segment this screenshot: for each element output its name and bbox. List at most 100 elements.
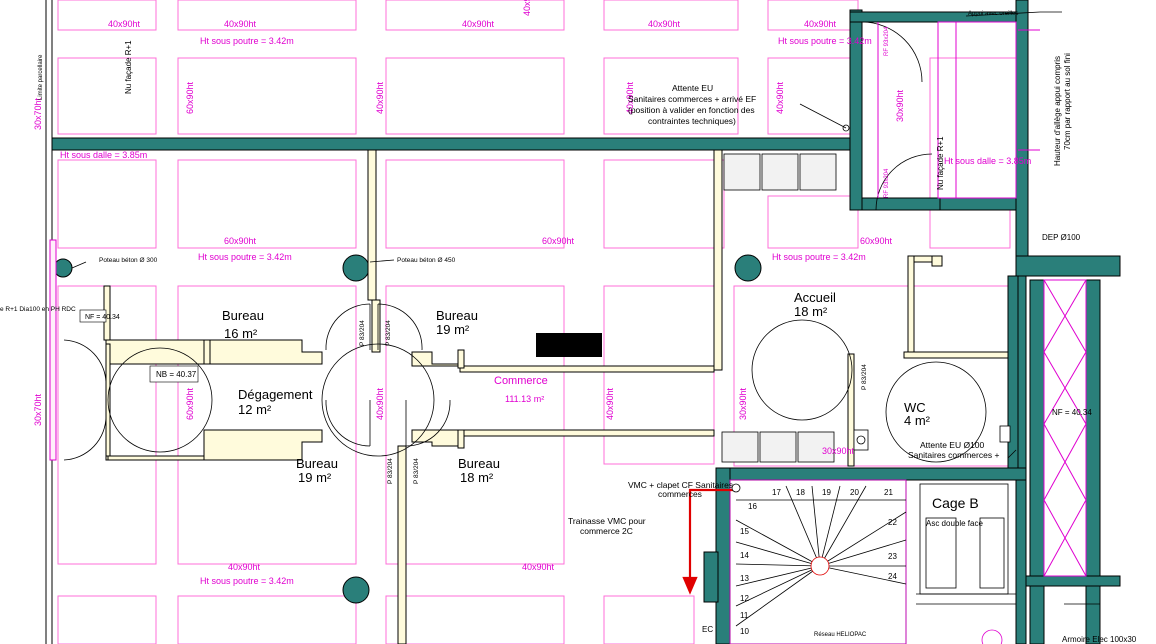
right-facade xyxy=(877,21,1087,577)
room-name: Commerce xyxy=(494,375,548,387)
beam-label: 60x90ht xyxy=(542,236,575,246)
beam-grid xyxy=(57,0,1019,644)
level-label: NF = 40.34 xyxy=(1052,408,1092,417)
stair-step-number: 12 xyxy=(740,594,749,603)
room-name: Cage B xyxy=(932,495,979,511)
stair-step-number: 20 xyxy=(850,488,859,497)
door-label: RF 93x204 xyxy=(884,168,890,198)
cabinet-label: Armoire Elec 100x30 xyxy=(1062,635,1137,644)
room-name: Bureau xyxy=(436,308,478,323)
vmc-duct xyxy=(682,488,736,595)
walls xyxy=(51,0,1121,644)
column-label: Poteau béton Ø 300 xyxy=(99,257,158,264)
room-area: 19 m² xyxy=(436,322,470,337)
drain-label: e R+1 Dia100 en PH RDC xyxy=(0,306,76,313)
stairwell xyxy=(729,479,1100,644)
stair-step-number: 21 xyxy=(884,488,893,497)
beam-label-vertical: 40x90ht xyxy=(625,81,635,114)
note-line: (position à valider en fonction des xyxy=(628,105,755,115)
beam-label: 40x90ht xyxy=(228,562,261,572)
note-line: Sanitaires commerces + xyxy=(908,450,999,460)
network-label: Réseau HELIOPAC xyxy=(814,632,867,638)
beam-height: Ht sous poutre = 3.42m xyxy=(200,576,294,586)
window-note: 70cm par rapport au sol fini xyxy=(1063,53,1072,150)
beam-label: 40x90ht xyxy=(804,19,837,29)
room-area: 4 m² xyxy=(904,413,931,428)
partitions xyxy=(105,149,1009,644)
room-area: 16 m² xyxy=(224,326,258,341)
slab-height: Ht sous dalle = 3.85m xyxy=(944,156,1031,166)
left-facade xyxy=(45,0,111,644)
note-line: Trainasse VMC pour xyxy=(568,516,646,526)
room-name: Accueil xyxy=(794,290,836,305)
beam-label-vertical: 30x70ht xyxy=(33,97,43,130)
room-name: Bureau xyxy=(222,308,264,323)
stair-step-number: 16 xyxy=(748,502,757,511)
room-name: Bureau xyxy=(458,456,500,471)
facade-label: Nu façade R+1 xyxy=(124,40,133,94)
beam-label: 60x90ht xyxy=(860,236,893,246)
column-label: Poteau béton Ø 450 xyxy=(397,257,456,264)
door-label: P 83/204 xyxy=(359,320,366,346)
stair-step-number: 19 xyxy=(822,488,831,497)
room-area: 12 m² xyxy=(238,402,272,417)
drain-label: DEP Ø100 xyxy=(1042,233,1081,242)
stair-step-number: 10 xyxy=(740,627,749,636)
room-sub: Asc double face xyxy=(926,519,983,528)
beam-label-vertical: 60x90ht xyxy=(185,387,195,420)
level-box: NB = 40.37 xyxy=(156,370,197,379)
note-line: Sanitaires commerces + arrivé EF xyxy=(628,94,756,104)
room-name: Dégagement xyxy=(238,387,313,402)
radiators xyxy=(721,153,837,463)
beam-height: Ht sous poutre = 3.42m xyxy=(772,252,866,262)
room-name: Bureau xyxy=(296,456,338,471)
stair-step-number: 22 xyxy=(888,518,897,527)
note-line: VMC + clapet CF Sanitaires xyxy=(628,480,733,490)
stair-step-number: 17 xyxy=(772,488,781,497)
door-label: P 83/204 xyxy=(387,458,394,484)
room-area: 18 m² xyxy=(794,304,828,319)
stair-step-number: 18 xyxy=(796,488,805,497)
door-label: P 83/204 xyxy=(861,364,868,390)
door-label: RF 93x204 xyxy=(884,26,890,56)
beam-label-vertical: 40x90ht xyxy=(375,387,385,420)
note-line: commerces xyxy=(658,489,702,499)
boundary-label: Limite parcellaire xyxy=(38,54,44,100)
room-name: WC xyxy=(904,400,926,415)
beam-label-vertical: 40x90ht xyxy=(375,81,385,114)
beam-label-vertical: 60x90ht xyxy=(185,81,195,114)
beam-label-vertical: 40x90ht xyxy=(522,0,532,16)
slab-height: Ht sous dalle = 3.85m xyxy=(60,150,147,160)
room-area: 19 m² xyxy=(298,470,332,485)
note-line: commerce 2C xyxy=(580,526,633,536)
column-poteau-300 xyxy=(53,258,73,278)
beam-label: 40x90ht xyxy=(522,562,555,572)
beam-label-vertical: 40x90ht xyxy=(775,81,785,114)
stair-step-number: 14 xyxy=(740,551,749,560)
beam-label: 60x90ht xyxy=(224,236,257,246)
sanitary-fixtures xyxy=(731,425,1011,644)
door-label: P 83/204 xyxy=(413,458,420,484)
room-area: 18 m² xyxy=(460,470,494,485)
beam-label: 40x90ht xyxy=(462,19,495,29)
stair-step-number: 24 xyxy=(888,572,897,581)
beam-label-vertical: 40x90ht xyxy=(605,387,615,420)
leader-lines xyxy=(71,11,1062,459)
beam-height: Ht sous poutre = 3.42m xyxy=(200,36,294,46)
note-line: Attente EU xyxy=(672,83,713,93)
doors xyxy=(63,21,987,463)
beam-height: Ht sous poutre = 3.42m xyxy=(198,252,292,262)
columns xyxy=(53,254,762,604)
redaction-box xyxy=(536,333,602,357)
room-area: 111.13 m² xyxy=(505,394,544,404)
beam-label-vertical: 30x70ht xyxy=(33,393,43,426)
stair-numbers: 17 18 19 20 21 16 22 15 23 14 24 13 12 1… xyxy=(740,488,897,636)
stair-step-number: 13 xyxy=(740,574,749,583)
window-note: Appui avec oreilles xyxy=(968,11,1018,17)
facade-label: Nu façade R+1 xyxy=(936,136,945,190)
ec-label: EC xyxy=(702,625,713,634)
beam-label: 40x90ht xyxy=(108,19,141,29)
note-line: contraintes techniques) xyxy=(648,116,736,126)
beam-label-vertical: 30x90ht xyxy=(738,387,748,420)
